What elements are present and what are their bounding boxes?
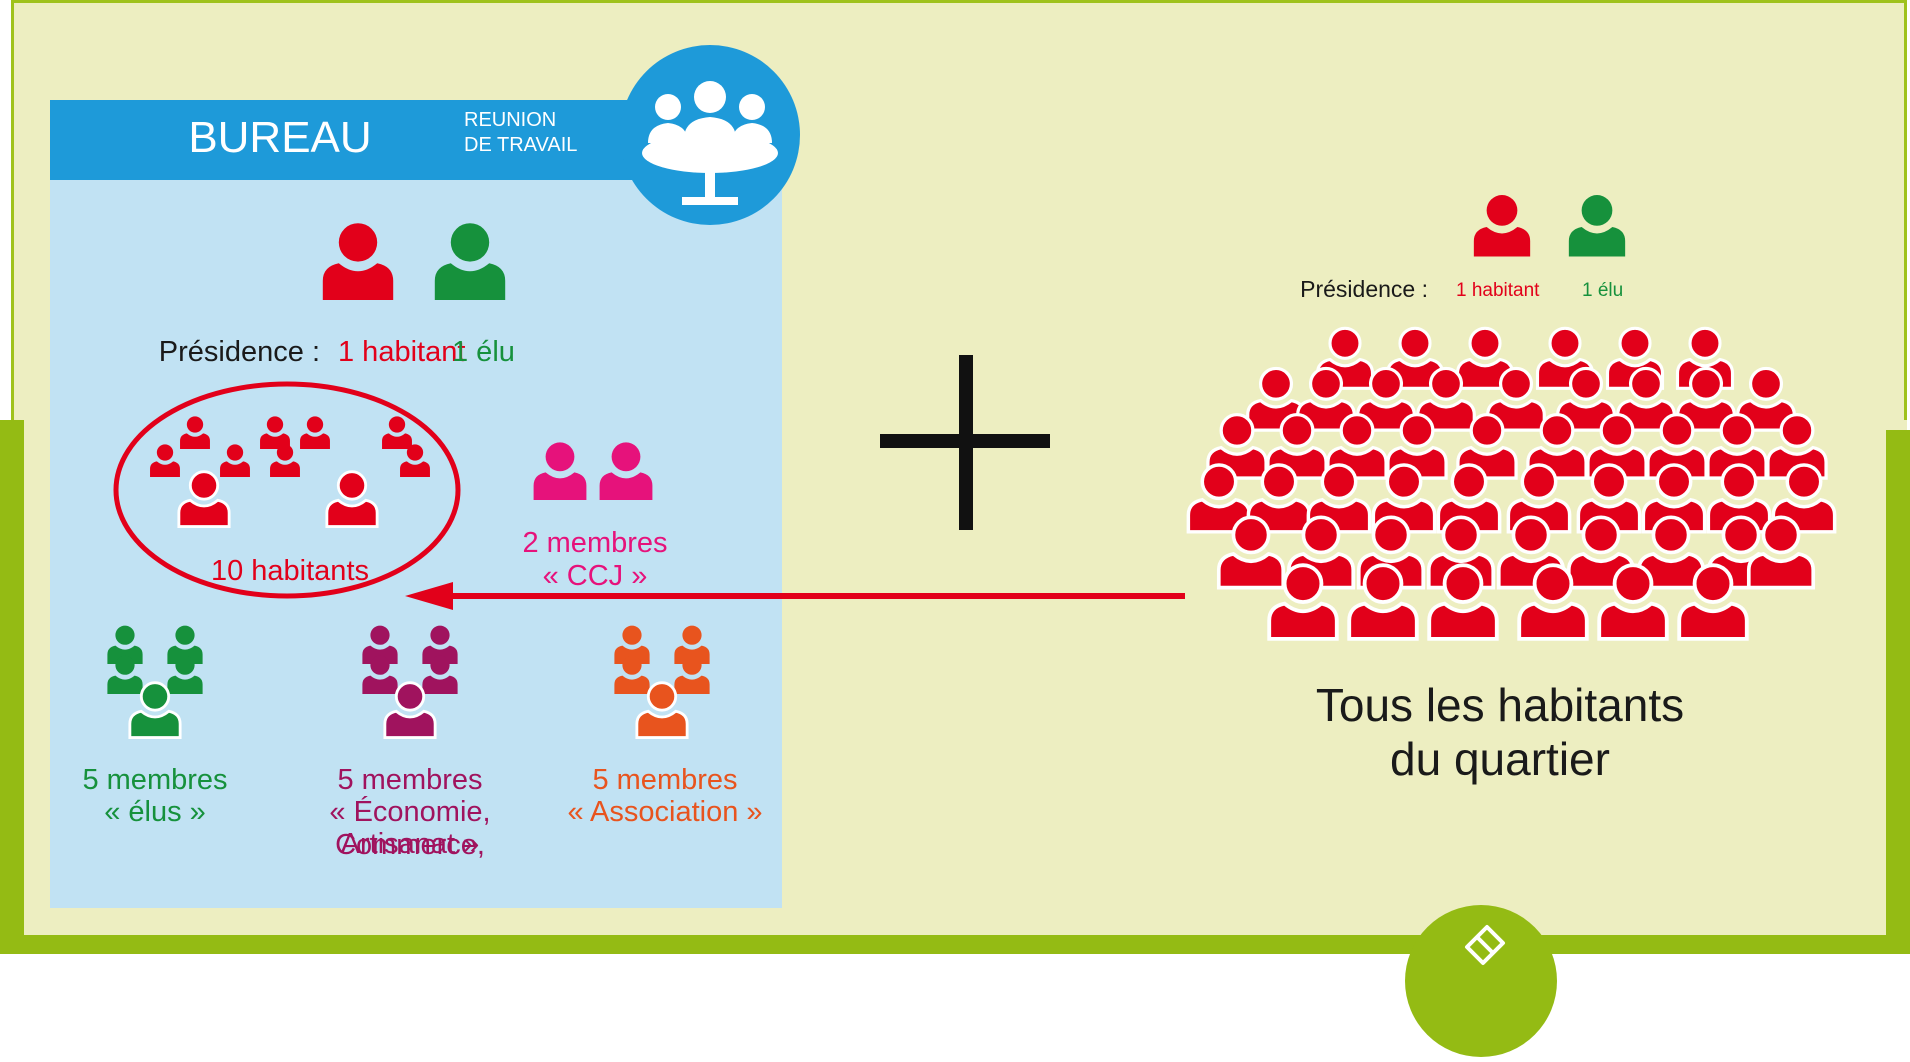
association-line2: « Association » — [567, 796, 763, 828]
habitants-group-label: 10 habitants — [210, 555, 369, 587]
arrow-to-habitants — [405, 582, 1185, 610]
bureau-title: BUREAU — [188, 113, 372, 162]
elus-group-icon — [95, 622, 215, 746]
frame-left-border — [11, 0, 14, 420]
frame-bottom-bar — [0, 935, 1910, 954]
crowd-icon — [1186, 326, 1837, 648]
quartier-caption-line1: Tous les habitants — [1315, 679, 1685, 731]
economie-line2: « Économie, Commerce, — [329, 796, 491, 861]
frame-right-border — [1904, 0, 1907, 420]
meeting-table-icon — [642, 81, 778, 205]
pencil-icon — [1465, 925, 1505, 965]
bureau-panel — [50, 100, 782, 908]
quartier-president-elu-icon — [1568, 195, 1626, 257]
meeting-label: REUNION DE TRAVAIL — [464, 108, 634, 158]
economie-line1: 5 membres — [337, 764, 483, 796]
economie-group-icon — [350, 622, 470, 746]
quartier-presidence-label: Présidence : — [1300, 276, 1428, 302]
president-elu-icon — [434, 223, 506, 300]
association-line1: 5 membres — [592, 764, 738, 796]
pencil-badge — [1405, 905, 1557, 1057]
association-group-icon — [602, 622, 722, 746]
bureau-presidence-habitant: 1 habitant — [338, 336, 466, 368]
frame-left-bar — [0, 420, 24, 954]
quartier-president-habitant-icon — [1473, 195, 1531, 257]
bureau-header-bar — [50, 100, 700, 180]
quartier-caption-line2: du quartier — [1390, 733, 1610, 785]
quartier-presidence-elu: 1 élu — [1582, 280, 1624, 301]
ccj-group-icon — [533, 442, 653, 500]
elus-line1: 5 membres — [82, 764, 228, 796]
meeting-badge — [620, 45, 800, 225]
plus-sign — [880, 355, 1050, 530]
ccj-line1: 2 membres — [522, 527, 668, 559]
ccj-line2: « CCJ » — [542, 560, 648, 592]
bureau-presidence-label: Présidence : — [158, 336, 320, 368]
frame-top-border — [11, 0, 1907, 3]
president-habitant-icon — [322, 223, 394, 300]
meeting-label-line2: DE TRAVAIL — [464, 134, 578, 156]
frame-right-bar — [1886, 430, 1910, 954]
bureau-presidence-elu: 1 élu — [452, 336, 515, 368]
meeting-label-line1: REUNION — [464, 109, 557, 131]
elus-line2: « élus » — [104, 796, 206, 828]
quartier-presidence-habitant: 1 habitant — [1456, 280, 1540, 301]
economie-line3: Artisanat » — [340, 828, 480, 860]
habitants-highlight-ellipse — [113, 381, 461, 599]
